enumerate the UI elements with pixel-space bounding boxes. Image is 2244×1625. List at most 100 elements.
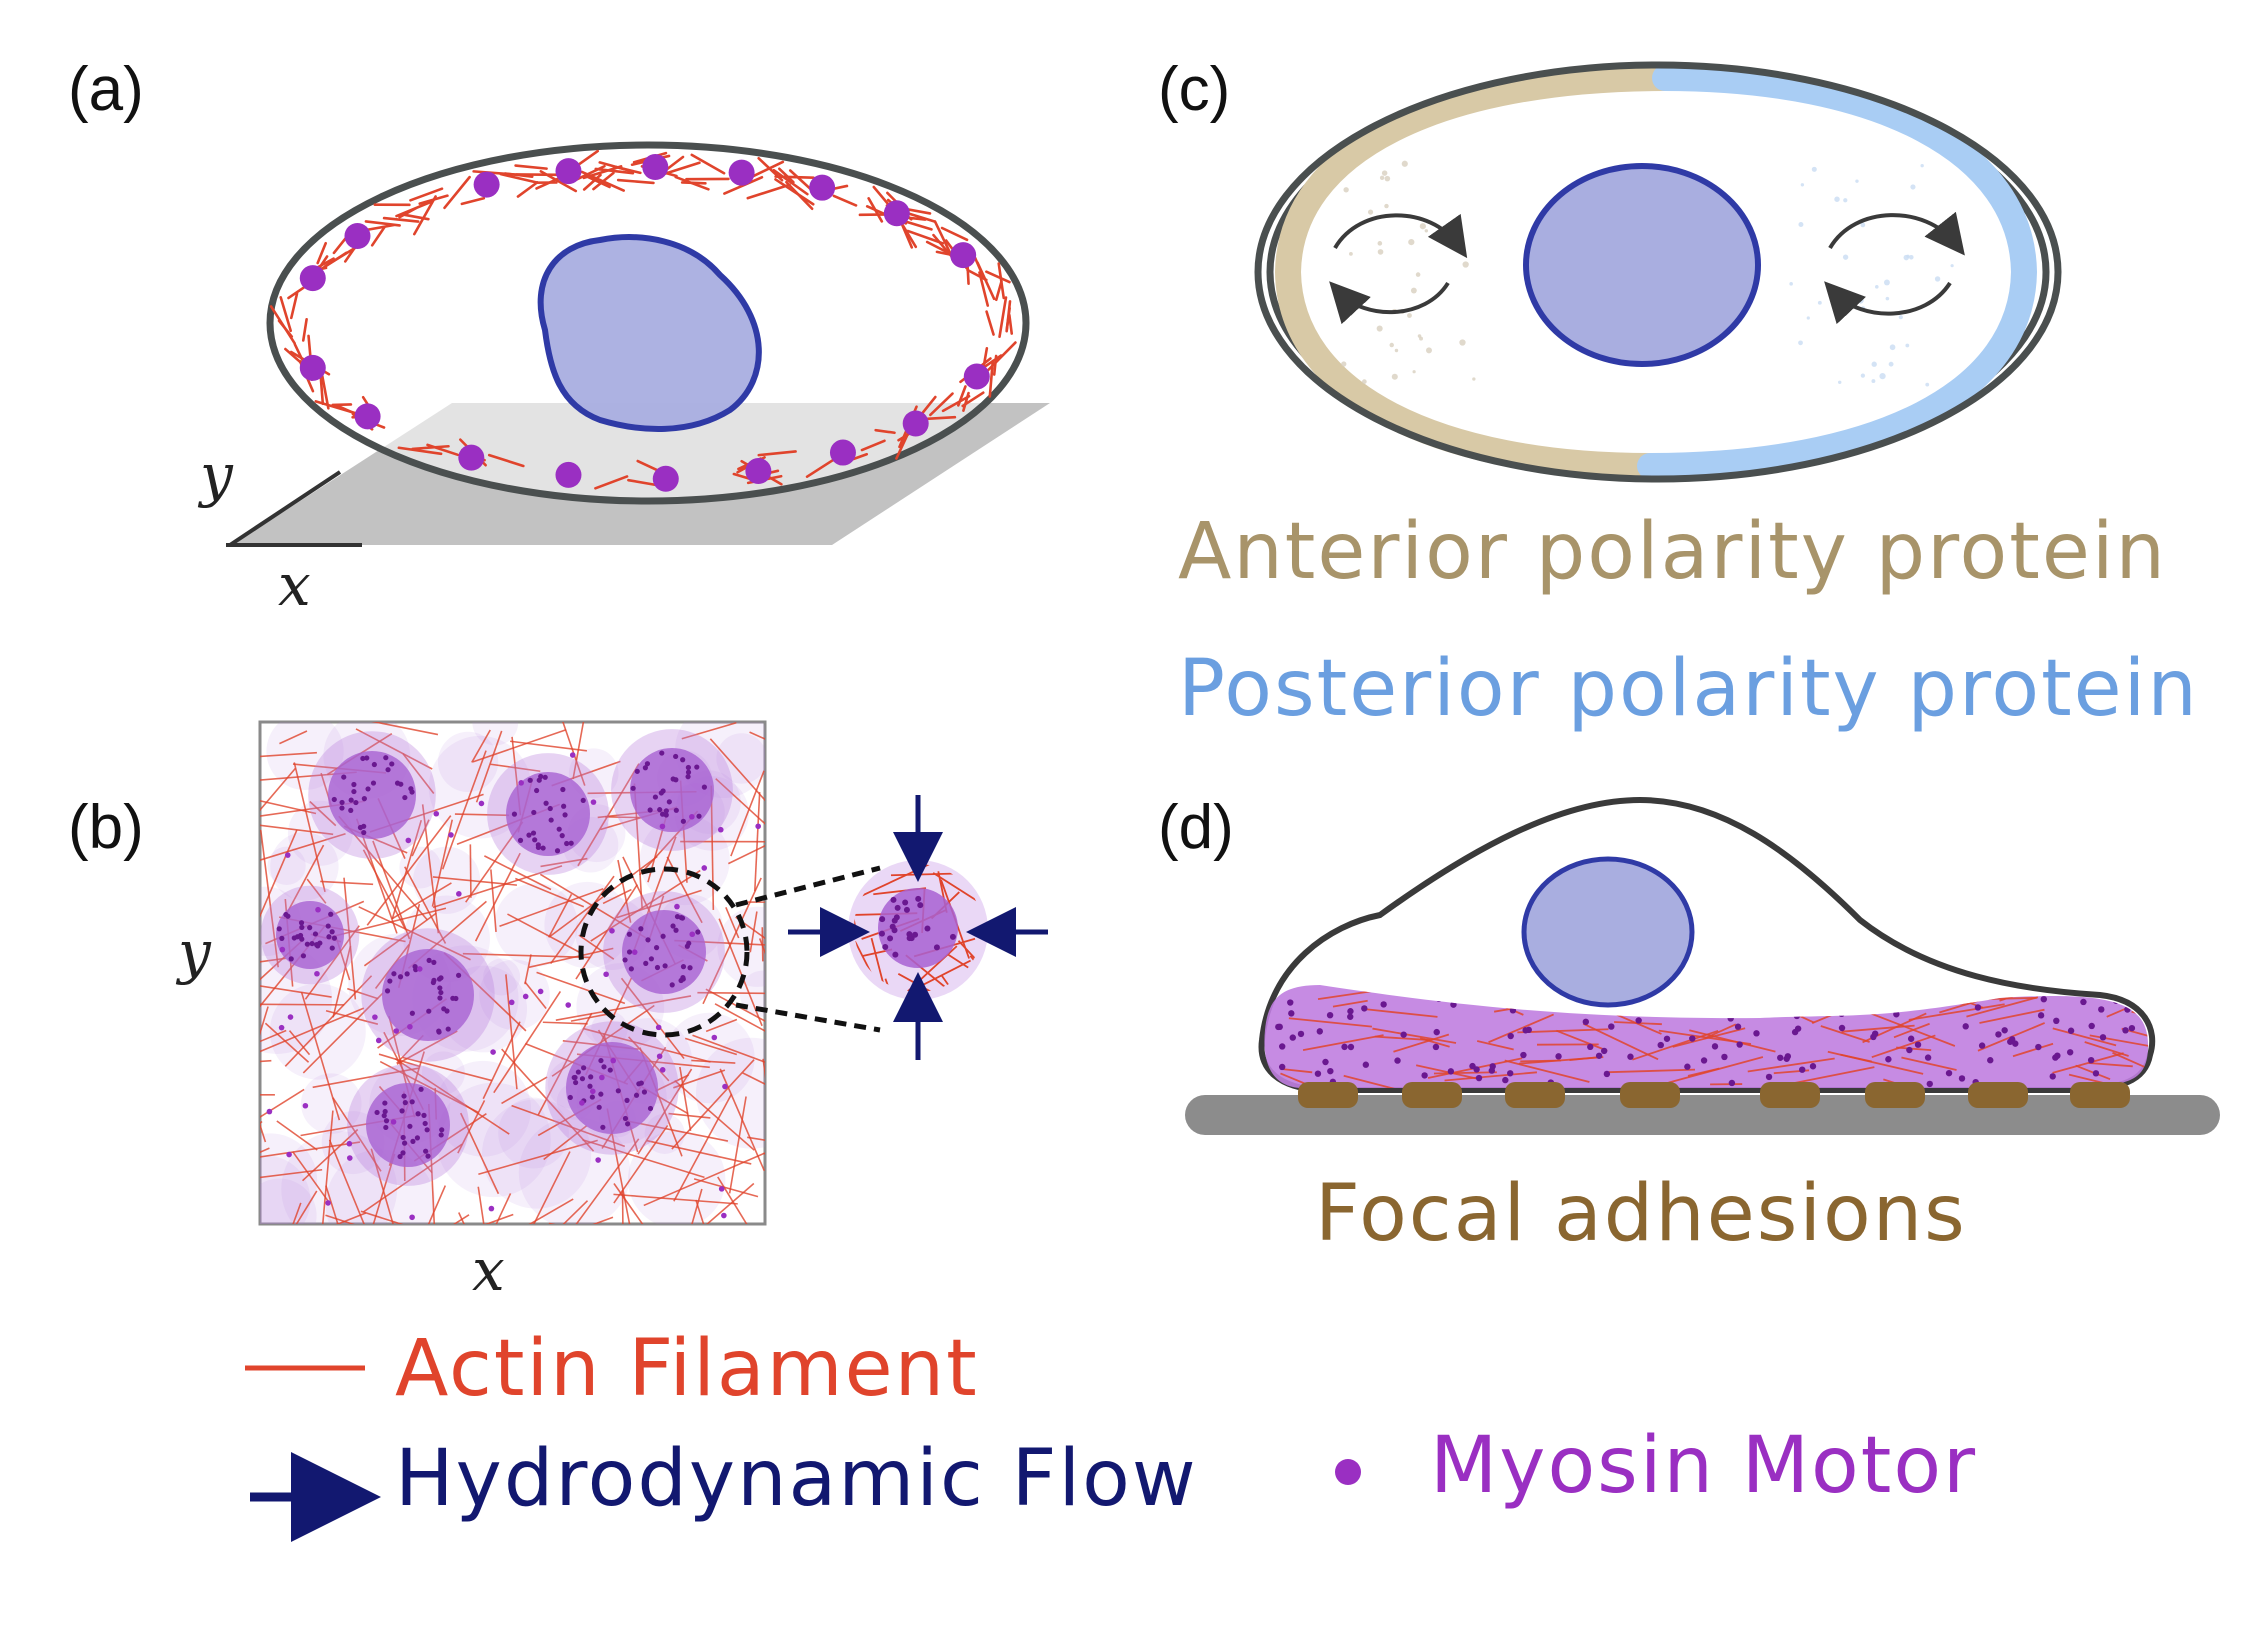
myosin-motor <box>1721 1054 1727 1060</box>
myosin-motor <box>355 403 381 429</box>
myosin-motor <box>721 1213 727 1219</box>
myosin-motor <box>330 929 335 934</box>
myosin-motor <box>1363 1062 1369 1068</box>
myosin-motor <box>560 833 565 838</box>
myosin-motor <box>415 1135 420 1140</box>
cytoplasm-speck <box>1951 264 1954 267</box>
nucleus-c <box>1526 166 1758 364</box>
myosin-motor <box>562 812 567 817</box>
myosin-motor <box>299 920 304 925</box>
myosin-motor <box>892 927 898 933</box>
myosin-motor <box>365 786 370 791</box>
myosin-motor <box>934 944 940 950</box>
myosin-motor <box>569 841 574 846</box>
myosin-motor <box>532 837 537 842</box>
myosin-motor <box>279 1025 285 1031</box>
cytoplasm-speck <box>1341 361 1346 366</box>
focal-adhesion <box>1620 1082 1680 1108</box>
myosin-motor <box>407 1024 413 1030</box>
myosin-motor <box>534 788 539 793</box>
myosin-motor <box>629 966 634 971</box>
actin-filament <box>989 875 1052 907</box>
cytoplasm-speck <box>1380 176 1384 180</box>
myosin-motor <box>2088 1057 2094 1063</box>
myosin-motor <box>1601 1048 1607 1054</box>
myosin-motor <box>670 982 675 987</box>
myosin-motor <box>1608 1023 1614 1029</box>
myosin-motor <box>879 931 885 937</box>
myosin-motor <box>300 355 326 381</box>
myosin-motor <box>907 935 913 941</box>
myosin-motor <box>643 961 648 966</box>
myosin-motor <box>809 175 835 201</box>
axis-y-label-b: y <box>175 918 212 986</box>
myosin-cluster <box>506 772 590 856</box>
myosin-motor <box>339 800 344 805</box>
myosin-motor <box>601 1064 606 1069</box>
myosin-motor <box>410 1099 415 1104</box>
myosin-motor <box>2100 1034 2106 1040</box>
myosin-motor <box>326 934 331 939</box>
cytoplasm-speck <box>1910 184 1915 189</box>
actin-filament <box>1434 1072 1497 1073</box>
myosin-motor <box>576 1069 581 1074</box>
myosin-motor <box>1627 1054 1633 1060</box>
myosin-motor <box>372 762 377 767</box>
myosin-motor <box>526 833 531 838</box>
myosin-motor <box>648 1106 653 1111</box>
myosin-motor <box>892 952 898 958</box>
panel-b: (b) y x <box>68 700 1060 1318</box>
myosin-motor <box>438 990 443 995</box>
myosin-motor <box>325 1200 331 1206</box>
focal-adhesions-label: Focal adhesions <box>1315 1169 1967 1259</box>
cytoplasm-speck <box>1459 339 1465 345</box>
myosin-motor <box>347 1141 353 1147</box>
myosin-motor <box>309 941 314 946</box>
cytoplasm-speck <box>1884 280 1890 286</box>
myosin-motor <box>654 945 659 950</box>
myosin-motor <box>437 985 442 990</box>
myosin-motor <box>2035 1044 2041 1050</box>
myosin-motor <box>660 824 666 830</box>
myosin-motor <box>685 944 690 949</box>
myosin-motor <box>1279 1043 1285 1049</box>
myosin-motor <box>315 907 321 913</box>
myosin-motor <box>326 923 331 928</box>
actin-filament <box>167 1216 253 1281</box>
myosin-motor <box>890 897 896 903</box>
myosin-motor <box>685 774 690 779</box>
myosin-motor <box>887 935 893 941</box>
myosin-motor <box>657 807 662 812</box>
myosin-motor <box>358 825 363 830</box>
myosin-motor <box>882 944 888 950</box>
myosin-motor <box>314 942 319 947</box>
myosin-motor <box>371 780 376 785</box>
myosin-motor <box>1380 1001 1386 1007</box>
myosin-motor <box>719 1186 725 1192</box>
cytoplasm-speck <box>1871 379 1875 383</box>
myosin-motor <box>1799 1066 1805 1072</box>
myosin-motor <box>1736 1041 1742 1047</box>
myosin-motor <box>353 800 358 805</box>
myosin-motor <box>598 1058 603 1063</box>
myosin-motor <box>830 440 856 466</box>
focal-adhesion <box>1505 1082 1565 1108</box>
myosin-motor <box>903 410 929 436</box>
myosin-motor <box>531 810 536 815</box>
myosin-motor <box>409 789 414 794</box>
cytoplasm-speck <box>1378 249 1384 255</box>
myosin-motor <box>686 765 691 770</box>
nucleus-d <box>1524 859 1692 1005</box>
myosin-motor <box>417 966 423 972</box>
legend-actin-label: Actin Filament <box>395 1324 979 1414</box>
myosin-motor <box>2050 1073 2056 1079</box>
myosin-motor <box>330 945 335 950</box>
myosin-motor <box>616 1088 621 1093</box>
actin-filament <box>355 1215 469 1287</box>
myosin-motor <box>660 1067 666 1073</box>
myosin-motor <box>415 1111 420 1116</box>
myosin-motor <box>1735 1024 1741 1030</box>
cytoplasm-speck <box>1392 374 1398 380</box>
legend-myosin-label: Myosin Motor <box>1430 1421 1977 1511</box>
myosin-motor <box>879 916 885 922</box>
